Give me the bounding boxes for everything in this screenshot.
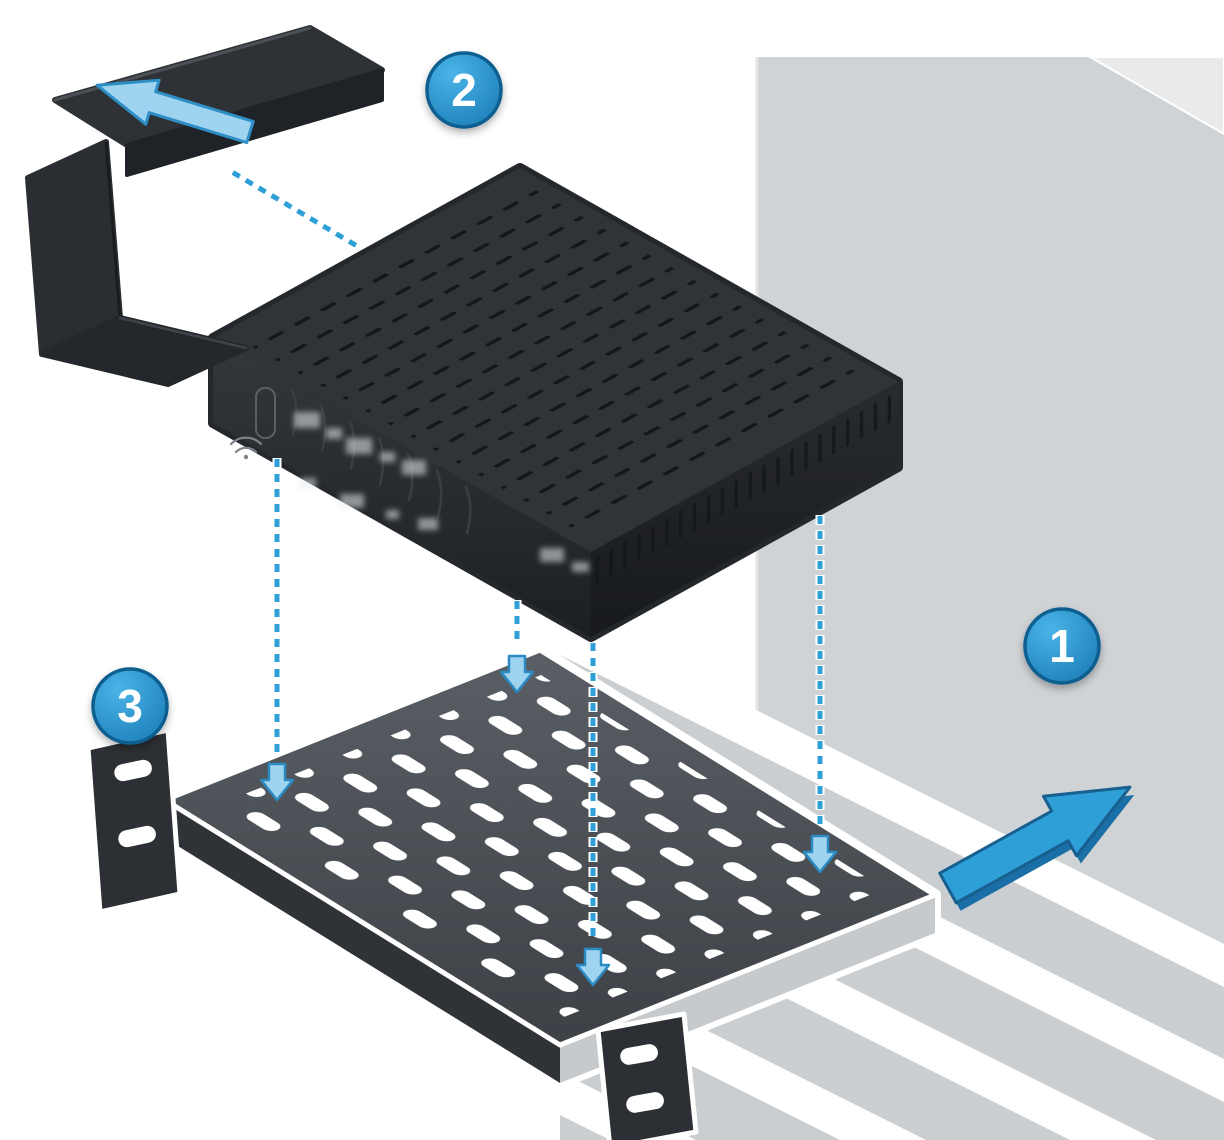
wifi-icon [229,436,263,460]
rack-rail-1 [560,655,1224,1059]
ear-left-slot-1 [114,759,152,782]
rack-top-face [1086,56,1224,136]
slide-in-arrow-icon [938,785,1135,911]
ear-front-slot-2 [626,1092,664,1113]
ear-left-plate [85,727,183,915]
callout-3-label: 3 [117,680,143,732]
ear-left-slot-2 [118,825,156,848]
alignment-dashed-line-5 [230,169,359,249]
alignment-dashed-lines [230,169,823,936]
rack-rail-5 [560,1115,610,1140]
callout-1-badge: 1 [1023,607,1101,685]
callout-2-badge: 2 [425,51,503,129]
shelf-mounting-ear-front [595,1011,699,1140]
bracket-bottom-highlight [118,316,248,350]
device-power-button [255,387,276,439]
bracket-web-edge [104,141,122,319]
shelf-mounting-ear-left [85,727,183,915]
bracket-highlight [53,26,312,102]
shelf-front-left-edge [165,800,560,1083]
shelf-hole-grid [215,675,885,1019]
device-led-labels-blurred [294,412,589,572]
modem-device [208,163,903,642]
callout-3-badge: 3 [91,667,169,745]
bracket-top-arm-edge [125,68,384,177]
detach-bracket-arrow-icon [95,78,255,145]
callout-1-label: 1 [1049,620,1075,672]
perforated-shelf [85,644,941,1140]
ear-front-slot-1 [620,1044,658,1065]
device-top-vents [240,183,870,537]
slide-in-arrow-body [938,785,1132,905]
ear-front-plate [595,1011,699,1140]
callout-2-label: 2 [451,64,477,116]
device-right-vents [591,382,898,637]
